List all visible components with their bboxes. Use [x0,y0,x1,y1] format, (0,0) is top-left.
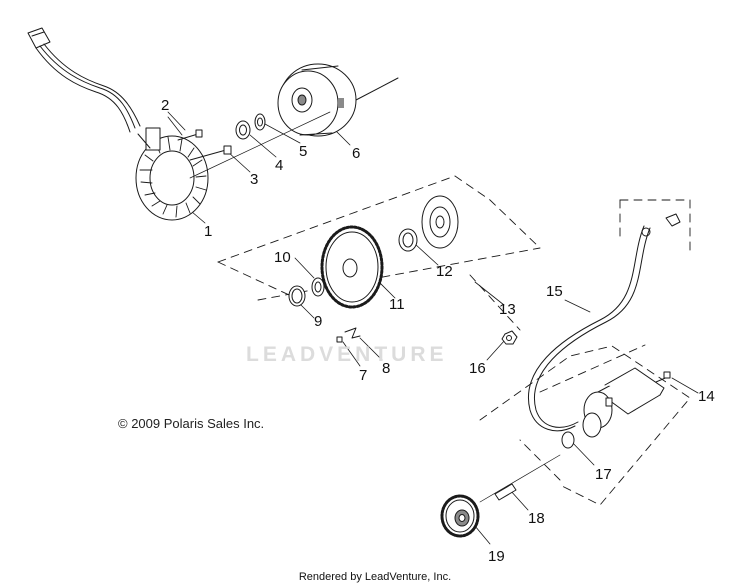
callout-19: 19 [488,548,505,565]
callout-15: 15 [546,283,563,300]
leader-lines [167,111,699,545]
washer-icon [311,277,325,297]
callout-6: 6 [352,145,361,162]
assembly-outline-gear-group [217,175,541,331]
washer-icon [254,113,266,131]
bolt-icon [663,371,671,379]
callout-2: 2 [161,97,170,114]
bearing-icon [235,120,251,140]
callout-10: 10 [274,249,291,266]
assembly-outline-starter-group [479,199,691,506]
bolt-icon [336,327,361,343]
gear-icon [440,494,480,538]
callout-16: 16 [469,360,486,377]
bolt-icon [479,454,561,503]
watermark: LEADVENTURE [246,343,448,366]
flywheel-icon [277,63,399,137]
cable-icon [528,213,681,432]
callout-14: 14 [698,388,715,405]
callout-7: 7 [359,367,368,384]
footer-credit: Rendered by LeadVenture, Inc. [298,571,452,583]
starter-motor-icon [561,367,671,449]
callout-5: 5 [299,143,308,160]
nut-icon [501,330,518,345]
callout-12: 12 [436,263,453,280]
bearing-icon [288,285,306,307]
stator-icon [27,27,209,221]
callout-8: 8 [382,360,391,377]
callout-9: 9 [314,313,323,330]
bolt-icon [177,129,232,161]
callout-4: 4 [275,157,284,174]
gear-icon [320,225,384,309]
callout-1: 1 [204,223,213,240]
callout-3: 3 [250,171,259,188]
copyright-notice: © 2009 Polaris Sales Inc. [118,416,265,431]
callout-17: 17 [595,466,612,483]
bearing-icon [398,195,459,252]
callout-18: 18 [528,510,545,527]
callout-13: 13 [499,301,516,318]
callout-11: 11 [389,296,405,313]
